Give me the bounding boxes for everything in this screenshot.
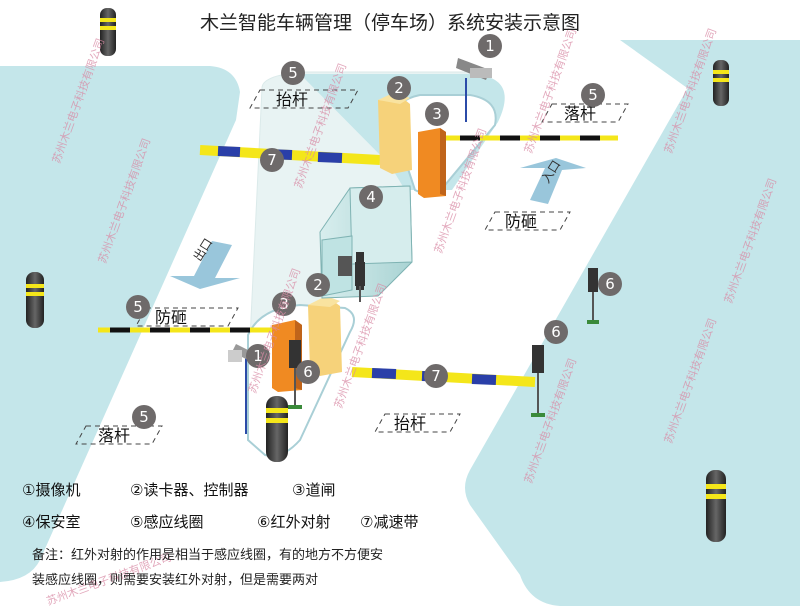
badge-ir-right-upper: 6 bbox=[598, 272, 622, 296]
badge-gate-bottom: 3 bbox=[272, 292, 296, 316]
label-drop-top: 落杆 bbox=[564, 104, 596, 123]
road-left bbox=[0, 66, 240, 582]
svg-text:1: 1 bbox=[253, 347, 263, 365]
label-raise-bottom: 抬杆 bbox=[394, 414, 426, 433]
loop-box-anti-top bbox=[484, 211, 571, 231]
legend-barrier-gate: ③道闸 bbox=[292, 481, 336, 499]
bollard-1 bbox=[100, 8, 116, 56]
badge-bump-top: 7 bbox=[260, 148, 284, 172]
svg-text:7: 7 bbox=[431, 367, 441, 385]
loop-box-anti-bottom bbox=[135, 307, 239, 327]
badge-loop-bottom: 5 bbox=[132, 405, 156, 429]
card-reader-top bbox=[378, 92, 412, 174]
diagram-title: 木兰智能车辆管理（停车场）系统安装示意图 bbox=[200, 12, 581, 34]
label-drop-bottom: 落杆 bbox=[98, 426, 130, 445]
note-line-2: 装感应线圈，则需要安装红外对射，但是需要两对 bbox=[32, 573, 319, 588]
camera-top bbox=[456, 58, 492, 122]
legend-camera: ①摄像机 bbox=[22, 481, 81, 499]
exit-arrow bbox=[170, 241, 240, 289]
badge-gate-top: 3 bbox=[425, 102, 449, 126]
svg-text:4: 4 bbox=[366, 188, 376, 206]
svg-text:5: 5 bbox=[288, 64, 298, 82]
bollard-5 bbox=[706, 470, 726, 542]
svg-text:2: 2 bbox=[313, 276, 323, 294]
infrared-post-3 bbox=[355, 262, 365, 302]
badge-camera-bottom: 1 bbox=[246, 344, 270, 368]
legend-reader-controller: ②读卡器、控制器 bbox=[130, 481, 249, 499]
svg-text:7: 7 bbox=[267, 151, 277, 169]
bollard-2 bbox=[713, 60, 729, 106]
badge-booth: 4 bbox=[359, 185, 383, 209]
badge-reader-bottom: 2 bbox=[306, 273, 330, 297]
road-right bbox=[465, 84, 800, 606]
barrier-gate-top bbox=[418, 128, 446, 198]
label-anti-top: 防砸 bbox=[505, 212, 537, 231]
infrared-post-4 bbox=[587, 268, 599, 324]
svg-text:6: 6 bbox=[303, 363, 313, 381]
badge-ir-bottom: 6 bbox=[296, 360, 320, 384]
entrance-arrow bbox=[520, 158, 586, 204]
legend-infrared: ⑥红外对射 bbox=[257, 513, 331, 531]
label-raise-top: 抬杆 bbox=[276, 90, 308, 109]
svg-text:5: 5 bbox=[133, 298, 143, 316]
badge-bump-bottom: 7 bbox=[424, 364, 448, 388]
infrared-post-2 bbox=[531, 345, 545, 417]
label-anti-bottom: 防砸 bbox=[155, 308, 187, 327]
loop-box-raise-bottom bbox=[374, 413, 461, 433]
badge-loop-top-right: 5 bbox=[581, 83, 605, 107]
legend-speed-bump: ⑦减速带 bbox=[360, 513, 419, 531]
svg-text:5: 5 bbox=[588, 86, 598, 104]
legend-induction-loop: ⑤感应线圈 bbox=[130, 513, 204, 531]
note-line-1: 备注：红外对射的作用是相当于感应线圈，有的地方不方便安 bbox=[32, 548, 384, 563]
badge-loop-top-left: 5 bbox=[281, 61, 305, 85]
bollard-3 bbox=[26, 272, 44, 328]
card-reader-bottom bbox=[308, 296, 342, 376]
svg-text:6: 6 bbox=[605, 275, 615, 293]
svg-text:5: 5 bbox=[139, 408, 149, 426]
badge-camera-top: 1 bbox=[478, 34, 502, 58]
svg-text:2: 2 bbox=[394, 79, 404, 97]
badge-ir-right-lower: 6 bbox=[544, 320, 568, 344]
badge-loop-bottom-left: 5 bbox=[126, 295, 150, 319]
loop-box-raise-top bbox=[249, 89, 359, 109]
badge-reader-top: 2 bbox=[387, 76, 411, 100]
infrared-post-1 bbox=[288, 340, 302, 409]
road-top-right bbox=[620, 40, 800, 90]
svg-text:1: 1 bbox=[485, 37, 495, 55]
svg-text:3: 3 bbox=[279, 295, 289, 313]
bollard-4 bbox=[266, 396, 288, 462]
legend-security-booth: ④保安室 bbox=[22, 513, 81, 531]
svg-text:6: 6 bbox=[551, 323, 561, 341]
svg-text:3: 3 bbox=[432, 105, 442, 123]
